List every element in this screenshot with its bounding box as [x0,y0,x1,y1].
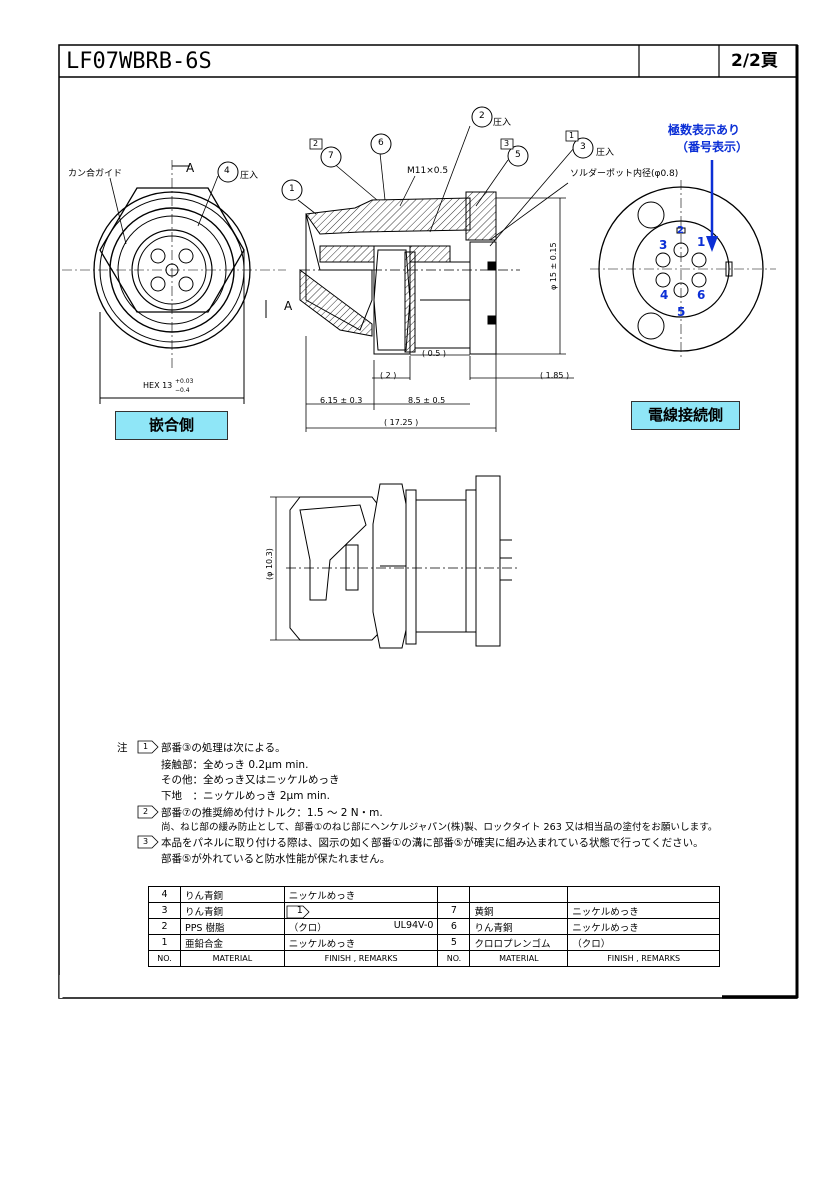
note-3: 本品をパネルに取り付ける際は、図示の如く部番①の溝に部番⑤が確実に組み込まれてい… [161,837,704,849]
note-tag-1: 1 [569,131,575,140]
note-1-tag: 1 [143,742,149,751]
table-header-row: NO. MATERIAL FINISH , REMARKS NO. MATERI… [148,950,720,967]
table-row: 1 亜鉛合金 ニッケルめっき 5 クロロプレンゴム （クロ） [148,934,720,951]
thread-label: M11×0.5 [407,166,449,176]
balloon-3: 3 [580,142,586,152]
note-3a: 部番⑤が外れていると防水性能が保たれません。 [161,853,391,865]
table-cell: 2 [148,918,181,935]
table-cell: りん青銅 [179,902,285,919]
dim-2: ( 2 ) [380,371,397,380]
table-cell: 1 [148,934,181,951]
balloon-6: 6 [378,138,384,148]
table-cell [469,886,569,903]
note-1a: 接触部：全めっき 0.2μm min. [161,759,309,771]
solder-pot-label: ソルダーポット内径(φ0.8) [570,169,679,179]
press-fit-label-4: 圧入 [240,171,259,181]
table-header: FINISH , REMARKS [283,950,439,967]
table-cell: ニッケルめっき [567,902,720,919]
table-cell: （クロ） [567,934,720,951]
pin-number-5: 5 [677,305,686,319]
balloon-2: 2 [479,111,485,121]
note-1b: その他：全めっき又はニッケルめっき [161,774,340,786]
section-marker-bottom: A [284,299,293,313]
dim-6-15: 6.15 ± 0.3 [320,396,363,405]
pin-number-1: 1 [697,235,706,249]
note-2: 部番⑦の推奨締め付けトルク：1.5 ～ 2 N・m. [161,807,383,819]
note-3-tag: 3 [143,837,149,846]
press-fit-label-3: 圧入 [596,148,615,158]
notes-prefix: 注 [117,742,128,754]
note-1c: 下地 ：ニッケルめっき 2μm min. [161,790,330,802]
table-cell [437,886,471,903]
table-header: NO. [148,950,181,967]
table-cell: 7 [437,902,471,919]
section-marker-top: A [186,161,195,175]
table-cell: ニッケルめっき [283,886,439,903]
page-number: 2/2頁 [731,51,778,71]
hex-dimension: HEX 13 [143,381,173,390]
polarity-note-line2: （番号表示） [676,140,749,154]
pin-number-2: 2 [677,225,684,236]
table-header: MATERIAL [179,950,285,967]
table-cell: PPS 樹脂 [179,918,285,935]
table-cell [567,886,720,903]
note-tag-3: 3 [504,139,510,148]
note-2-tag: 2 [143,807,149,816]
dim-8-5: 8.5 ± 0.5 [408,396,446,405]
table-row: 2 PPS 樹脂 （クロ） UL94V-0 6 りん青銅 ニッケルめっき [148,918,720,935]
table-cell: りん青銅 [179,886,285,903]
table-header: MATERIAL [469,950,569,967]
balloon-5: 5 [515,150,521,160]
table-cell: りん青銅 [469,918,569,935]
table-row: 3 りん青銅 1 7 黄銅 ニッケルめっき [148,902,720,919]
pin-number-6: 6 [697,288,706,302]
pin-number-4: 4 [660,288,669,302]
dim-0-5: ( 0.5 ) [422,349,447,358]
note-tag-2: 2 [313,139,319,148]
can-guide-label: カン合ガイド [68,169,123,179]
balloon-7: 7 [328,151,334,161]
table-header: FINISH , REMARKS [567,950,720,967]
note-2a: 尚、ねじ部の緩み防止として、部番①のねじ部にヘンケルジャパン(株)製、ロックタイ… [161,822,718,833]
hex-tol-minus: −0.4 [175,387,190,394]
press-fit-label-2: 圧入 [493,118,512,128]
bill-of-materials: 4 りん青銅 ニッケルめっき 3 りん青銅 1 7 黄銅 ニッケルめっき 2 P… [148,886,720,967]
table-row: 4 りん青銅 ニッケルめっき [148,886,720,903]
part-number: LF07WBRB-6S [66,49,212,74]
table-cell: ニッケルめっき [283,934,439,951]
table-cell: 黄銅 [469,902,569,919]
table-cell: 5 [437,934,471,951]
table-cell: 亜鉛合金 [179,934,285,951]
hex-tol-plus: +0.03 [175,378,194,385]
wire-side-label: 電線接続側 [631,401,740,430]
table-cell: クロロプレンゴム [469,934,569,951]
dim-17-25: ( 17.25 ) [384,418,419,427]
table-header: NO. [437,950,471,967]
polarity-note-line1: 極数表示あり [668,123,741,137]
pin-number-3: 3 [659,238,668,252]
balloon-1: 1 [289,184,295,194]
table-cell: 4 [148,886,181,903]
table-cell: 3 [148,902,181,919]
table-cell: ニッケルめっき [567,918,720,935]
note-ref-cell: 1 [283,902,439,919]
mating-side-label: 嵌合側 [115,411,228,440]
finish-text: （クロ） [288,922,327,934]
note-1: 部番③の処理は次による。 [161,742,286,754]
table-cell: 6 [437,918,471,935]
dim-1-85: ( 1.85 ) [540,371,570,380]
flammability-rating: UL94V-0 [393,919,434,931]
table-cell: （クロ） UL94V-0 [283,918,439,935]
balloon-4: 4 [224,166,230,176]
